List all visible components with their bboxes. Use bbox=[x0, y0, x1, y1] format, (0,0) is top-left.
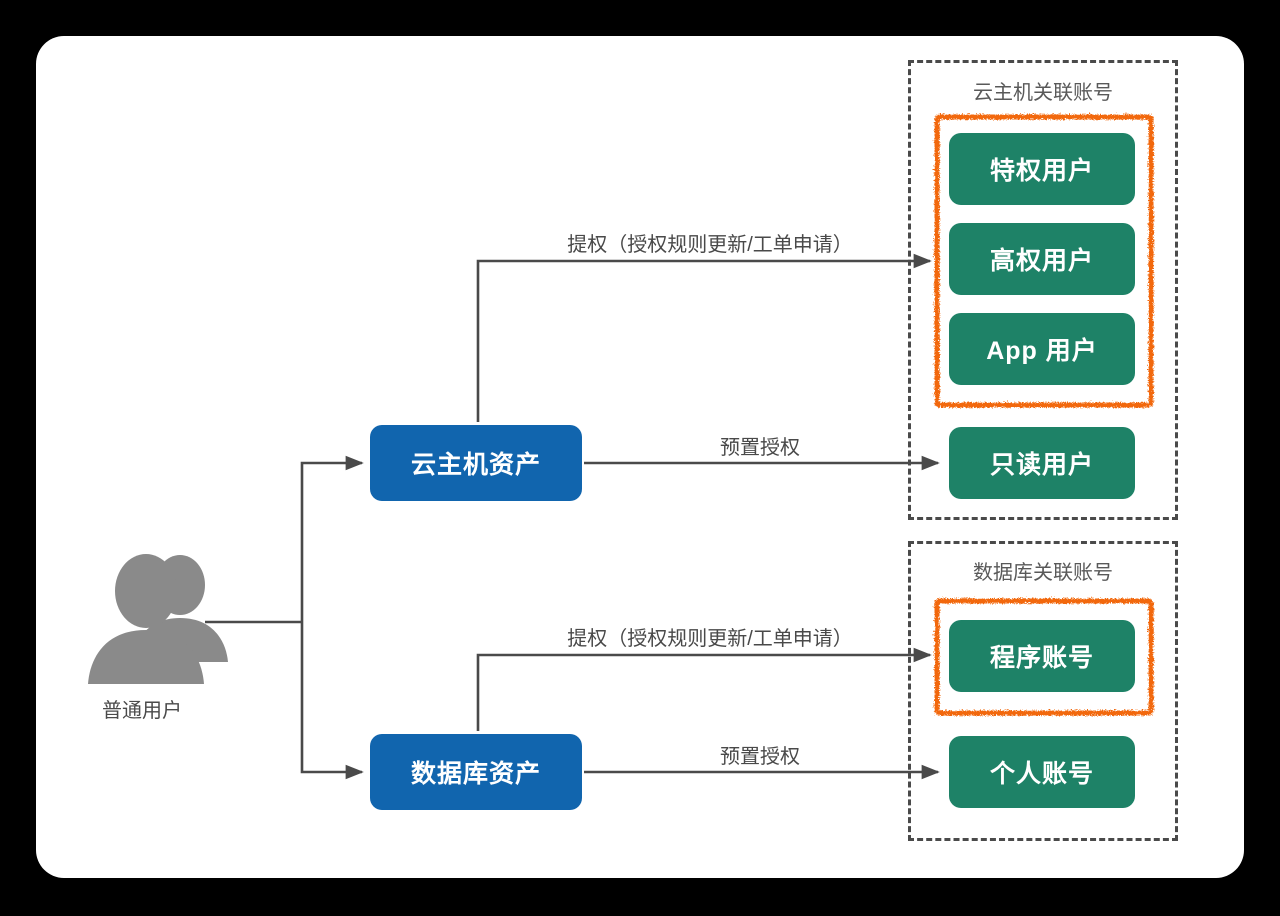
group-title-host-accounts: 云主机关联账号 bbox=[973, 82, 1113, 104]
asset-node-db[interactable]: 数据库资产 bbox=[370, 734, 582, 810]
edge-label-db-escalate: 提权（授权规则更新/工单申请） bbox=[567, 628, 853, 650]
group-title-db-accounts: 数据库关联账号 bbox=[973, 562, 1113, 584]
asset-node-host[interactable]: 云主机资产 bbox=[370, 425, 582, 501]
account-node-privileged-user[interactable]: 特权用户 bbox=[949, 133, 1135, 205]
account-node-readonly-user[interactable]: 只读用户 bbox=[949, 427, 1135, 499]
account-node-highpriv-user[interactable]: 高权用户 bbox=[949, 223, 1135, 295]
edge-label-host-preset: 预置授权 bbox=[720, 437, 800, 459]
group-box-host-accounts bbox=[908, 60, 1178, 520]
actor-label: 普通用户 bbox=[102, 700, 182, 722]
account-node-app-user[interactable]: App 用户 bbox=[949, 313, 1135, 385]
account-node-program-account[interactable]: 程序账号 bbox=[949, 620, 1135, 692]
group-box-db-accounts bbox=[908, 541, 1178, 841]
account-node-personal-account[interactable]: 个人账号 bbox=[949, 736, 1135, 808]
edge-label-db-preset: 预置授权 bbox=[720, 746, 800, 768]
edge-label-host-escalate: 提权（授权规则更新/工单申请） bbox=[567, 234, 853, 256]
